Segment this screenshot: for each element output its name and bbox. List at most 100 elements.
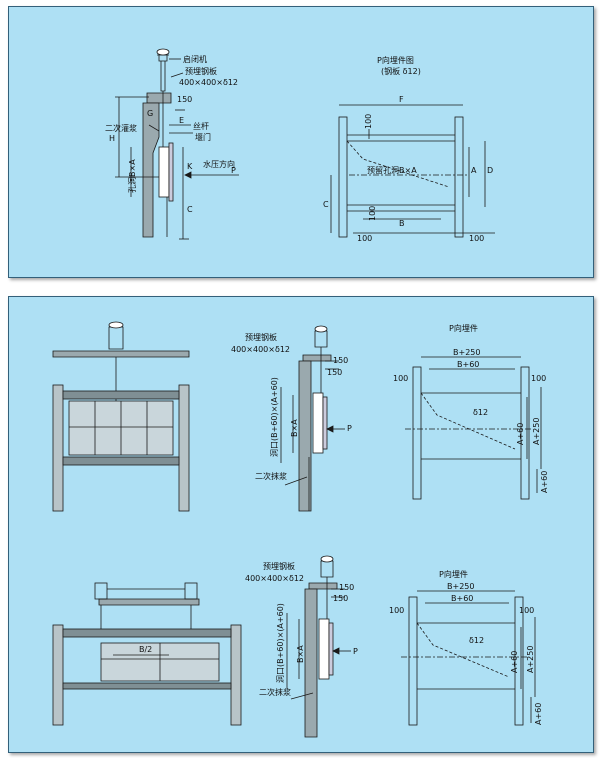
handwheel-icon — [156, 48, 170, 56]
hoist-body — [320, 560, 334, 578]
hoist-body — [108, 326, 124, 350]
label-b60: B+60 — [451, 594, 473, 603]
left-post — [338, 116, 348, 238]
label-100-left: 100 — [393, 374, 408, 383]
label-H: H — [109, 134, 115, 143]
label-150a: 150 — [339, 583, 354, 592]
leader — [290, 692, 314, 700]
gate-leaf — [168, 142, 174, 202]
label-grout: 二次抹浆 — [255, 471, 287, 481]
bottom-drawing: 预埋钢板 400×400×δ12 150 150 洞口(B+60)×(A+60)… — [52, 321, 549, 738]
label-150a: 150 — [333, 356, 348, 365]
label-C-front: C — [323, 200, 329, 209]
single-hoist-side-view: 预埋钢板 400×400×δ12 150 150 洞口(B+60)×(A+60)… — [231, 325, 352, 512]
top-slab — [146, 92, 172, 104]
label-b250: B+250 — [453, 348, 480, 357]
p-view-subtitle: (钢板 δ12) — [381, 66, 421, 76]
hoist-left — [94, 582, 108, 600]
label-grout: 二次抹浆 — [259, 687, 291, 697]
right-post — [514, 596, 524, 726]
top-beam — [62, 628, 232, 638]
floor-slab — [98, 598, 200, 606]
right-column — [230, 624, 242, 726]
label-100-right: 100 — [519, 606, 534, 615]
right-column — [178, 384, 190, 512]
bottom-beam — [62, 456, 180, 466]
label-100-right: 100 — [469, 234, 484, 243]
label-100-top: 100 — [364, 114, 373, 129]
leader — [284, 476, 308, 486]
label-plate: 预埋钢板 — [185, 66, 217, 76]
label-plate: 预埋钢板 — [263, 561, 295, 571]
label-100-right: 100 — [531, 374, 546, 383]
p-arrow-head — [332, 647, 340, 655]
label-gate: 堰门 — [195, 132, 211, 142]
wall-section — [298, 360, 312, 512]
label-C: C — [187, 205, 193, 214]
p-arrow-head — [326, 425, 334, 433]
top-beam — [62, 390, 180, 400]
hidden-line — [346, 140, 450, 188]
label-P: P — [347, 424, 352, 433]
single-hoist-front-view — [52, 321, 190, 512]
hoist-body — [314, 330, 328, 348]
p-view-title: P向埋件图 — [377, 55, 414, 65]
side-section-view: 启闭机 预埋钢板 400×400×δ12 150 G 二次灌浆 E 丝杆 堰门 … — [105, 48, 239, 240]
left-post — [412, 366, 422, 500]
dual-hoist-side-view: 预埋钢板 400×400×δ12 150 150 洞口(B+60)×(A+60)… — [245, 555, 358, 738]
label-hole: 洞口(B+60)×(A+60) — [269, 377, 279, 457]
label-second-grout: 二次灌浆 — [105, 123, 137, 133]
top-slab — [302, 354, 332, 362]
p-view-title: P向埋件 — [439, 569, 468, 579]
gate-leaf — [322, 396, 328, 450]
label-a250: A+250 — [526, 646, 535, 673]
wall-section — [304, 588, 318, 738]
left-post — [408, 596, 418, 726]
label-b60: B+60 — [457, 360, 479, 369]
label-a250: A+250 — [532, 418, 541, 445]
label-G: G — [147, 109, 153, 118]
label-100-left: 100 — [389, 606, 404, 615]
top-drawing: 启闭机 预埋钢板 400×400×δ12 150 G 二次灌浆 E 丝杆 堰门 … — [105, 48, 495, 243]
label-100-mid: 100 — [368, 206, 377, 221]
label-A: A — [471, 166, 477, 175]
handwheel-icon — [108, 321, 124, 329]
label-B: B — [399, 219, 405, 228]
left-column — [52, 624, 64, 726]
hidden-line — [420, 392, 516, 450]
p-arrow-head — [184, 171, 192, 179]
label-b250: B+250 — [447, 582, 474, 591]
label-flow: 水压方向 — [203, 159, 235, 169]
top-drawing-panel: 启闭机 预埋钢板 400×400×δ12 150 G 二次灌浆 E 丝杆 堰门 … — [8, 6, 594, 278]
leader — [170, 72, 184, 78]
hoist-icon — [157, 54, 169, 92]
label-a60: A+60 — [516, 423, 525, 445]
label-hole: 孔洞B×A — [127, 159, 137, 193]
label-P: P — [353, 647, 358, 656]
gate-leaf — [328, 622, 334, 676]
right-post — [454, 116, 464, 238]
floor-slab — [52, 350, 190, 358]
top-slab — [308, 582, 338, 590]
label-plate-dim: 400×400×δ12 — [245, 574, 304, 583]
bottom-drawing-panel: 预埋钢板 400×400×δ12 150 150 洞口(B+60)×(A+60)… — [8, 296, 594, 753]
gate-frame — [318, 618, 330, 680]
p-view-title: P向埋件 — [449, 323, 478, 333]
right-post — [520, 366, 530, 500]
label-BxA: B×A — [296, 645, 305, 663]
label-150: 150 — [177, 95, 192, 104]
label-plate-dim: 400×400×δ12 — [179, 78, 238, 87]
label-hole: 洞口(B+60)×(A+60) — [275, 603, 285, 683]
gate-frame — [158, 146, 170, 198]
label-a60b: A+60 — [534, 703, 543, 725]
wall-section — [142, 102, 160, 238]
label-reserve-hole: 预留孔洞B×A — [367, 165, 417, 175]
left-column — [52, 384, 64, 512]
hidden-line — [416, 622, 510, 678]
label-BxA: B×A — [290, 419, 299, 437]
label-E: E — [179, 116, 184, 125]
label-half: B/2 — [139, 645, 152, 654]
label-plate-dim: 400×400×δ12 — [231, 345, 290, 354]
label-screw: 丝杆 — [193, 121, 209, 131]
label-a60: A+60 — [510, 651, 519, 673]
